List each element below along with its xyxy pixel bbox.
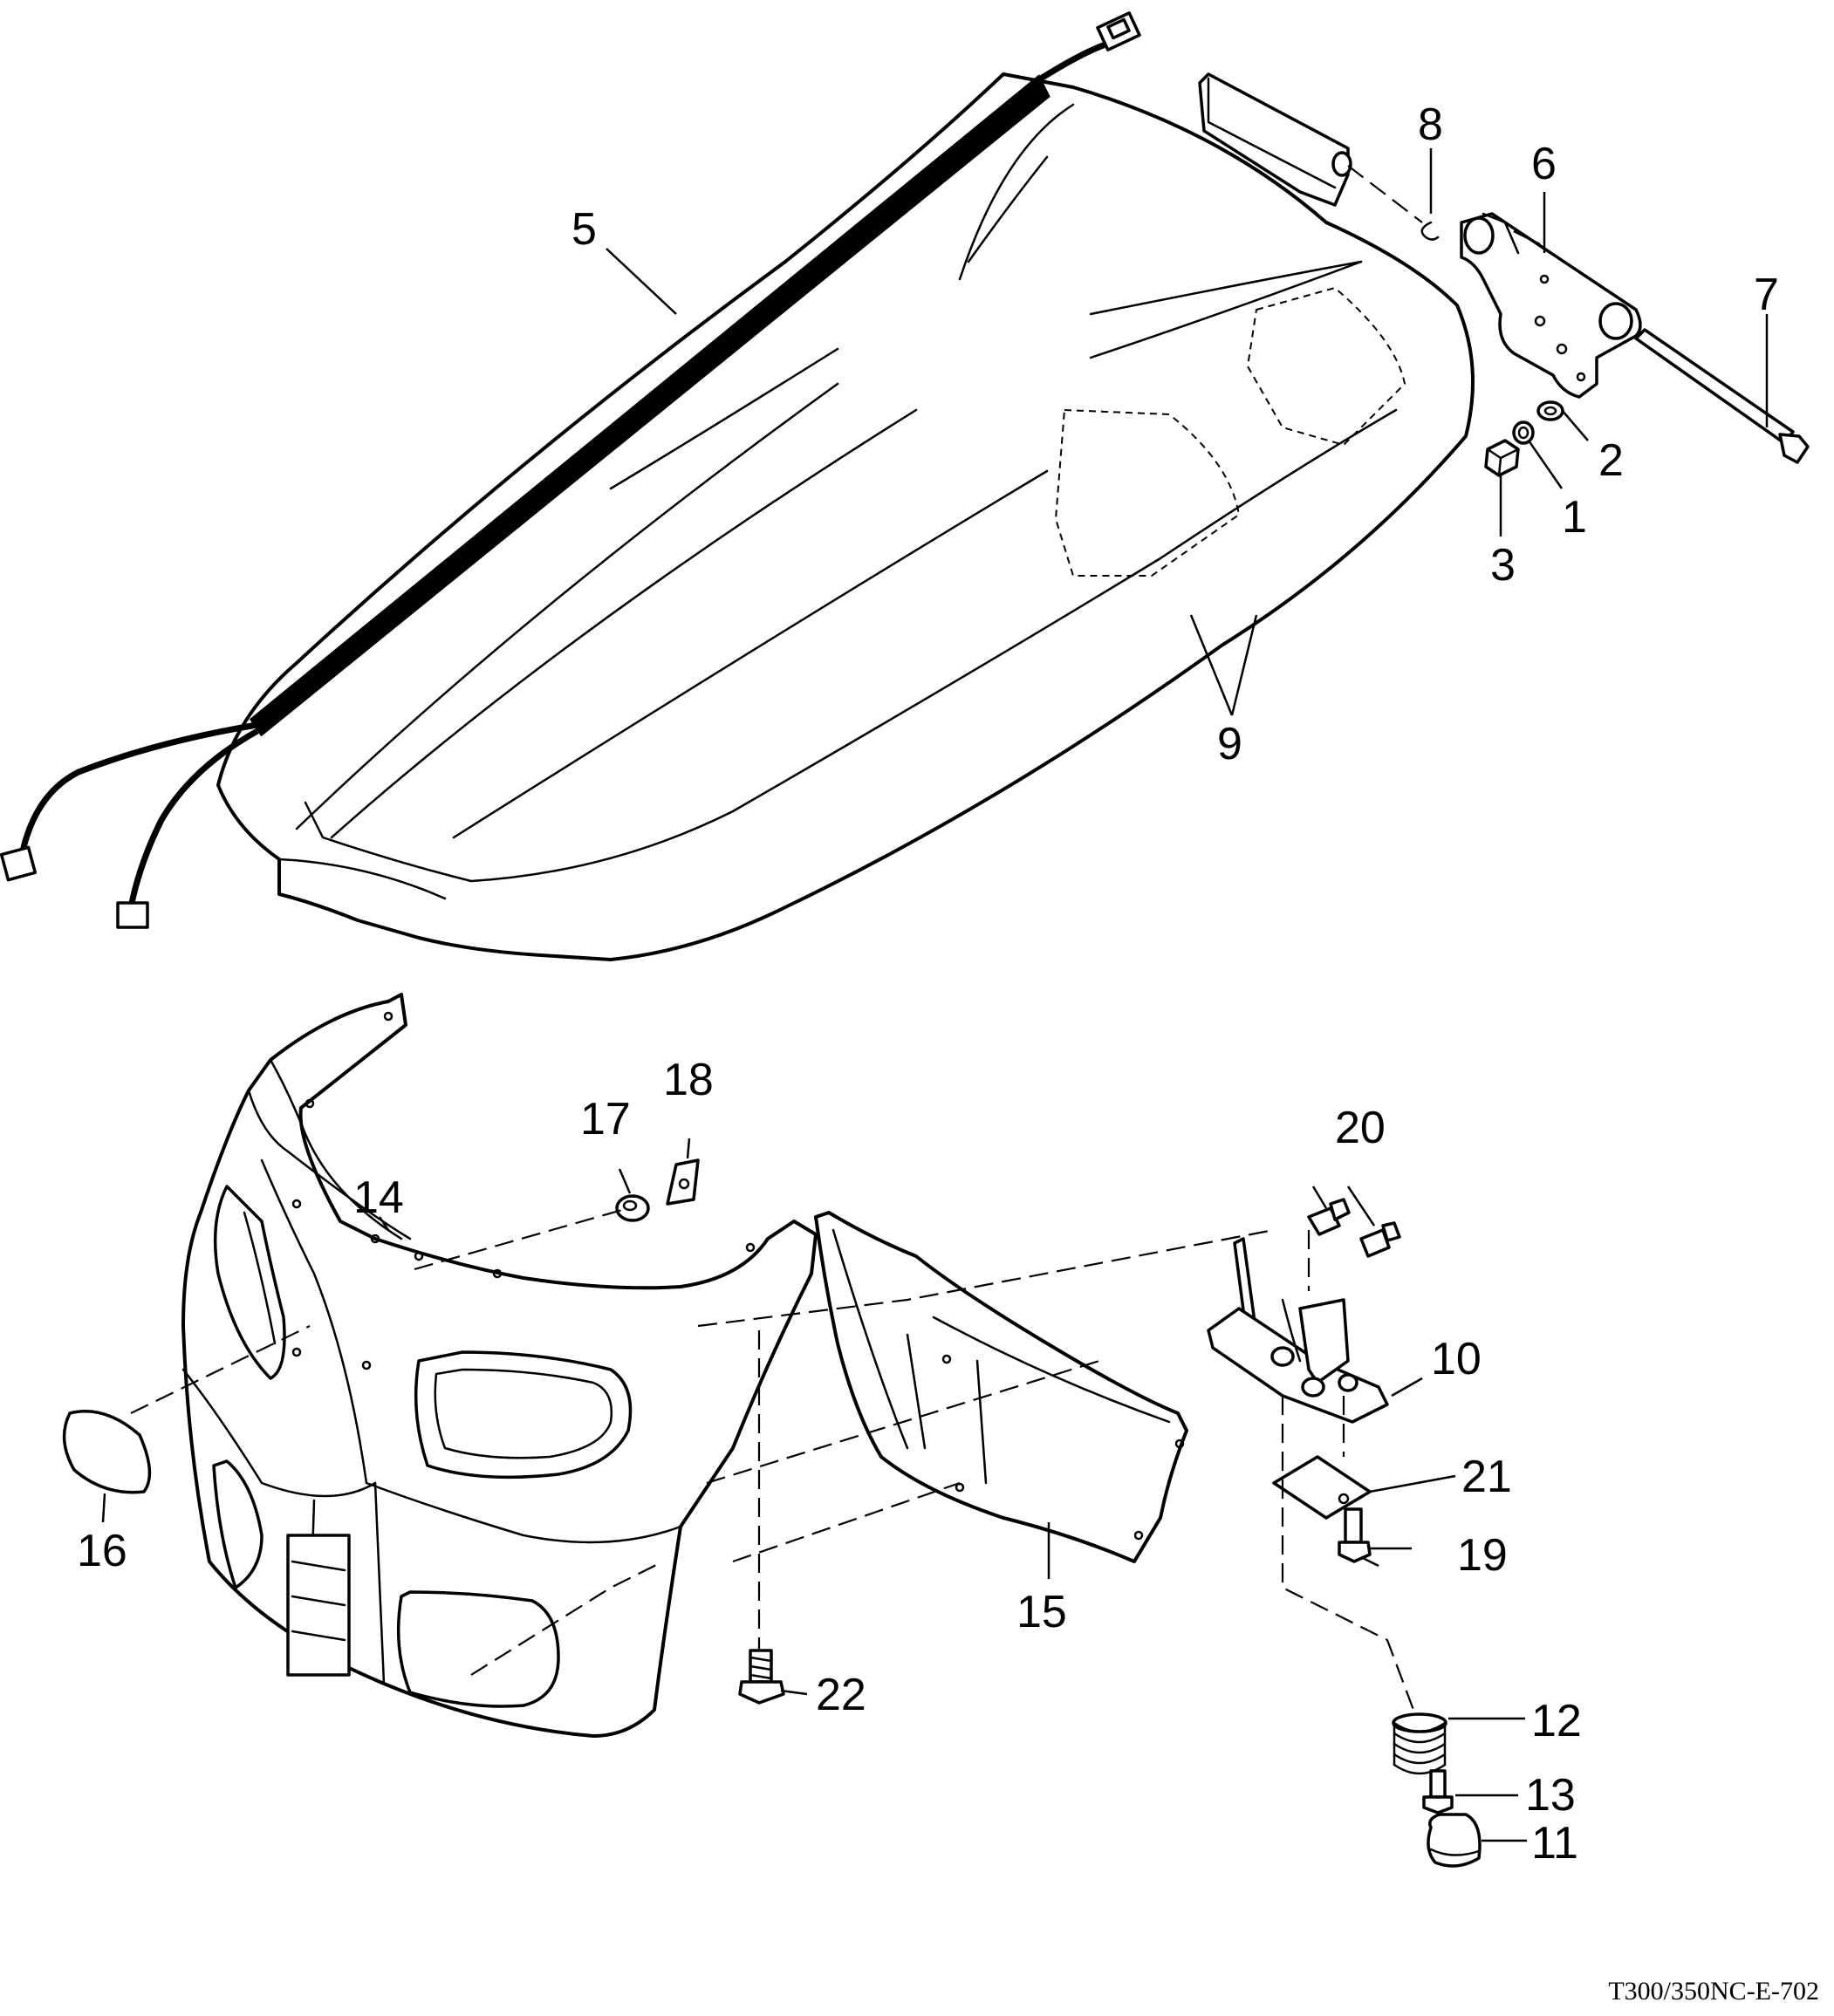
callout-1: 1 [1562, 492, 1587, 543]
lock-washer-1 [1512, 420, 1535, 445]
callout-13: 13 [1525, 1770, 1576, 1821]
assembly-lines [130, 1206, 1415, 1711]
bolts-20 [1307, 1198, 1401, 1258]
callout-22: 22 [816, 1670, 866, 1720]
callout-7: 7 [1754, 270, 1779, 320]
callout-20: 20 [1335, 1103, 1386, 1153]
bolt-22 [738, 1649, 785, 1705]
callout-2: 2 [1598, 435, 1624, 486]
hood-panel [216, 72, 1475, 961]
clip-18 [666, 1158, 700, 1206]
callout-14: 14 [353, 1172, 404, 1223]
hinge-bracket [1460, 212, 1642, 399]
callout-17: 17 [580, 1094, 631, 1145]
callout-8: 8 [1418, 99, 1443, 150]
callout-12: 12 [1531, 1696, 1582, 1746]
washer-2 [1536, 400, 1564, 421]
callout-labels: 1 2 3 5 6 7 8 9 10 11 12 13 14 15 16 17 … [77, 99, 1779, 1869]
callout-9: 9 [1217, 719, 1242, 769]
hinge-pin [1634, 328, 1810, 464]
callout-19: 19 [1457, 1530, 1508, 1581]
decal-outlines [1054, 286, 1406, 577]
callout-3: 3 [1490, 540, 1516, 591]
callout-5: 5 [571, 204, 597, 255]
spring-12 [1392, 1712, 1447, 1775]
callout-21: 21 [1461, 1452, 1512, 1502]
callout-6: 6 [1531, 139, 1557, 189]
hex-nut-3 [1484, 439, 1520, 477]
callout-15: 15 [1016, 1587, 1067, 1637]
bolt-19 [1338, 1507, 1372, 1563]
callout-11: 11 [1531, 1818, 1578, 1869]
callout-leaders [101, 148, 1769, 1842]
grommet-17 [615, 1194, 650, 1222]
wire-harness [0, 11, 1141, 929]
e-clip [1420, 221, 1440, 241]
callout-10: 10 [1431, 1334, 1482, 1384]
side-panel [814, 1211, 1188, 1563]
drawing-reference: T300/350NC-E-702 [1608, 1977, 1819, 2006]
grille-panel [181, 993, 818, 1738]
callout-18: 18 [663, 1055, 714, 1105]
callout-16: 16 [77, 1526, 127, 1576]
cap-11 [1427, 1813, 1482, 1868]
emblem-16 [62, 1410, 152, 1494]
latch-bracket [1207, 1237, 1389, 1424]
bolt-13 [1422, 1769, 1454, 1814]
